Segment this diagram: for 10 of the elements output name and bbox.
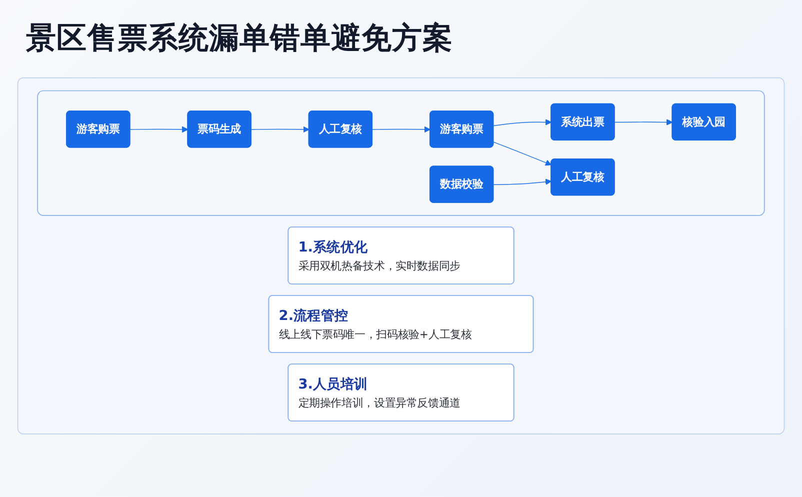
arrow <box>251 126 310 133</box>
arrow <box>493 142 552 166</box>
cluster <box>37 90 765 216</box>
arrow <box>372 126 430 133</box>
arrow <box>493 178 552 186</box>
cluster <box>17 77 785 434</box>
arrow <box>614 119 673 126</box>
title: 景区售票系统漏单错单避免方案 <box>26 20 453 58</box>
arrow <box>493 119 552 126</box>
arrow <box>130 126 188 133</box>
